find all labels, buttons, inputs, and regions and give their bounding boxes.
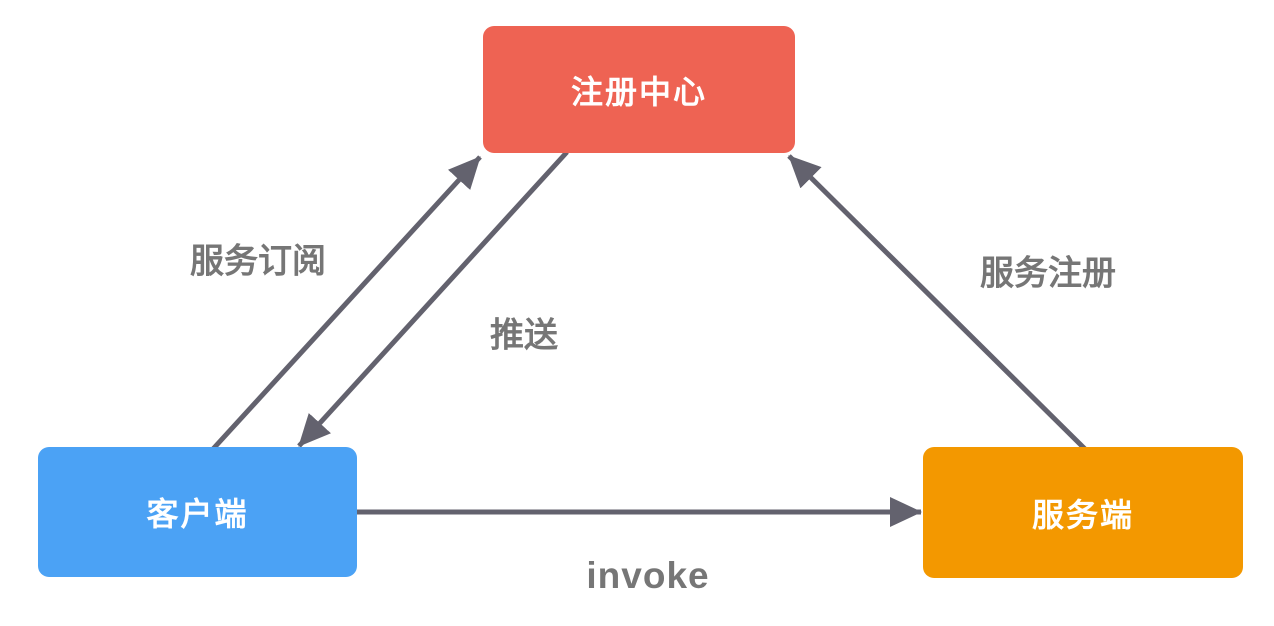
node-client-label: 客户端 <box>146 496 249 532</box>
node-server: 服务端 <box>923 447 1243 578</box>
node-registry-center: 注册中心 <box>483 26 795 153</box>
edge-subscribe-arrow <box>211 155 482 451</box>
edge-label-push: 推送 <box>490 316 558 355</box>
edge-label-service-register: 服务注册 <box>980 254 1116 293</box>
edge-label-service-subscribe: 服务订阅 <box>190 242 326 281</box>
edge-register-arrow <box>787 154 1087 451</box>
node-client: 客户端 <box>38 447 357 577</box>
edge-push-arrow <box>297 150 569 448</box>
edge-label-invoke: invoke <box>586 555 710 596</box>
node-server-label: 服务端 <box>1031 496 1134 533</box>
node-registry-label: 注册中心 <box>570 73 707 110</box>
